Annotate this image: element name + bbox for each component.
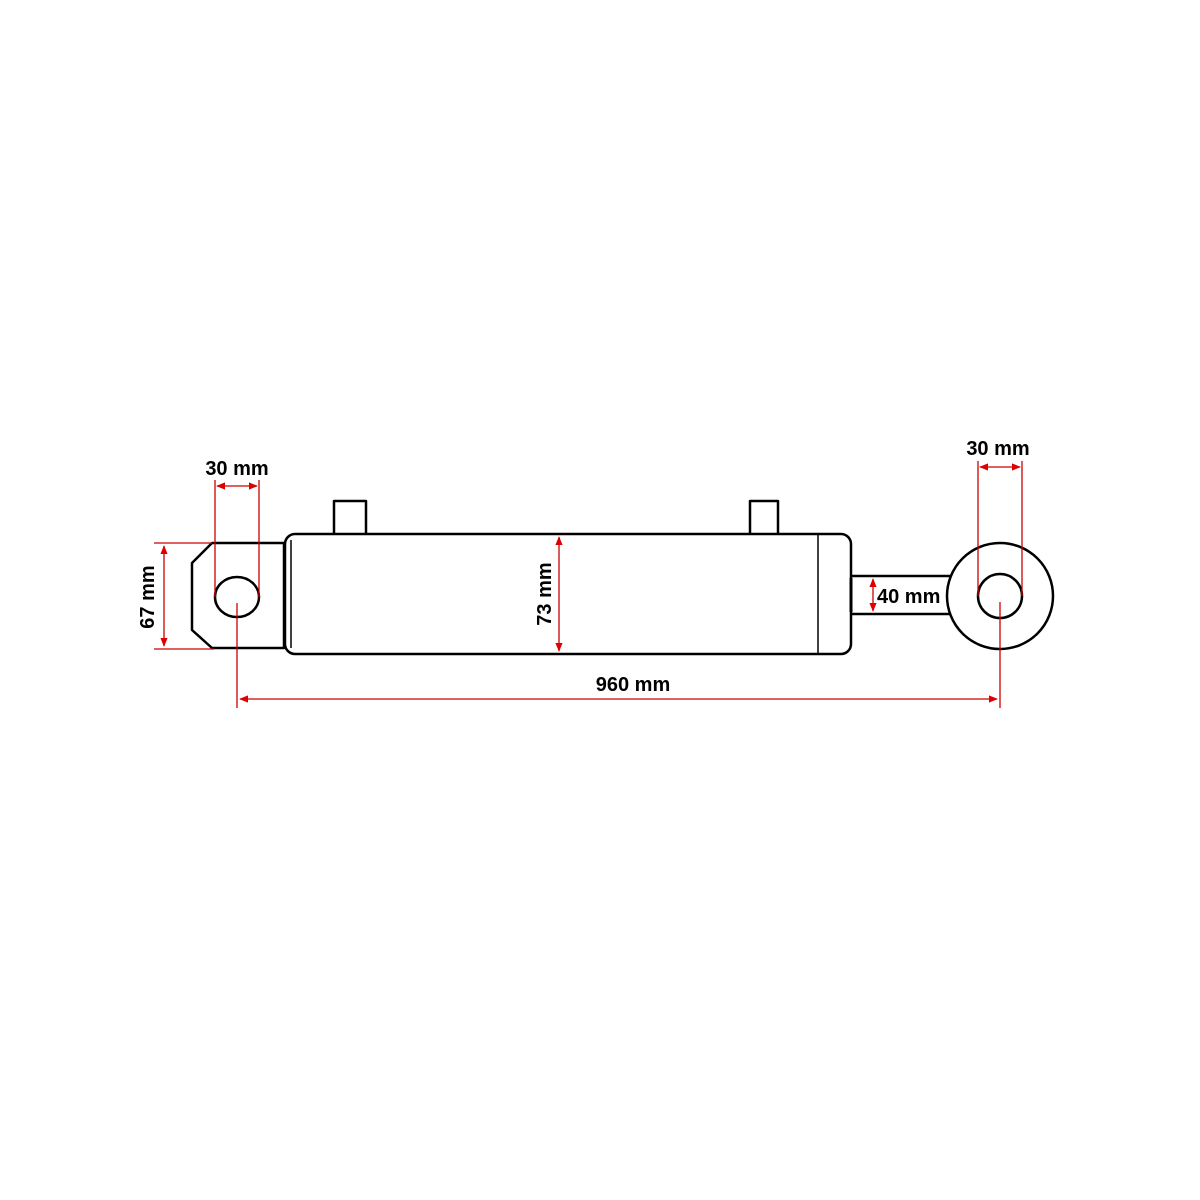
cylinder-outline	[190, 499, 1055, 656]
barrel-diameter-label: 73 mm	[534, 562, 556, 625]
dimension-lines	[154, 461, 1023, 708]
overall-length-label: 960 mm	[596, 674, 671, 696]
rod-diameter-label: 40 mm	[877, 586, 940, 608]
right-eye-hole-label: 30 mm	[966, 438, 1029, 460]
cylinder-barrel	[283, 532, 853, 656]
port-left	[332, 499, 368, 537]
left-pin-hole-label: 30 mm	[205, 458, 268, 480]
port-right	[748, 499, 780, 537]
clevis-height-label: 67 mm	[137, 565, 159, 628]
